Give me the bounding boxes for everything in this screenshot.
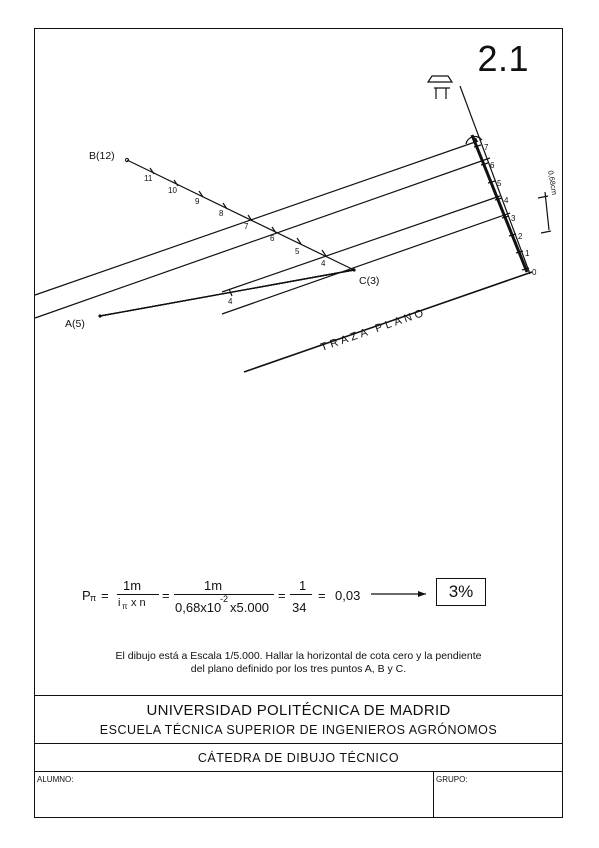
contour-line-7 (34, 140, 479, 296)
formula-den1-sub: π (122, 602, 128, 611)
formula-value: 0,03 (335, 588, 361, 603)
scale-rail (459, 85, 531, 275)
scale-mark-7: 7 (484, 143, 489, 152)
formula-num3: 1 (299, 578, 307, 593)
formula-num2: 1m (204, 578, 223, 593)
contour-line-3 (221, 212, 511, 315)
ab-ticks (149, 167, 327, 257)
formula-den1-a: i (118, 597, 121, 609)
contour-line-6 (34, 157, 491, 319)
ab-mark-9: 9 (195, 197, 200, 206)
formula-num1: 1m (123, 578, 142, 593)
slope-formula: P π = 1m i π x n = 1m 0,68x10 -2 x5.000 … (82, 578, 502, 618)
scale-mark-5: 5 (497, 179, 502, 188)
formula-p-sub: π (90, 593, 97, 603)
fraction-bar-1 (117, 594, 159, 595)
ab-mark-8: 8 (219, 209, 224, 218)
formula-den3: 34 (292, 600, 307, 615)
spacing-label: 0,68cm (546, 170, 559, 196)
formula-eq1: = (101, 588, 109, 603)
fraction-bar-2 (174, 594, 274, 595)
student-field-label: ALUMNO: (37, 775, 74, 784)
title-divider-2 (34, 771, 563, 772)
formula-den2-b: x5.000 (230, 600, 270, 615)
line-ab (126, 159, 355, 271)
contour-line-4 (221, 195, 501, 293)
scale-graduation (470, 134, 529, 273)
ac-tick (228, 288, 233, 297)
formula-den2-a: 0,68x10 (175, 600, 222, 615)
label-point-a: A(5) (65, 318, 85, 330)
formula-den1-b: x n (131, 597, 146, 609)
formula-den2-exp: -2 (220, 594, 229, 604)
formula-p: P (82, 588, 91, 603)
scale-mark-3: 3 (511, 214, 516, 223)
dimension-line (544, 191, 550, 231)
label-point-b: B(12) (89, 150, 115, 162)
dimension-tick-bottom (540, 230, 552, 234)
formula-eq2: = (162, 588, 170, 603)
right-angle-dot (473, 138, 478, 143)
university-name: UNIVERSIDAD POLITÉCNICA DE MADRID (146, 702, 451, 719)
ab-mark-7: 7 (244, 222, 249, 231)
result-arrow-head (418, 591, 426, 597)
fraction-bar-3 (290, 594, 312, 595)
title-divider-1 (34, 743, 563, 744)
problem-statement: El dibujo está a Escala 1/5.000. Hallar … (34, 650, 563, 676)
point-b (124, 157, 130, 163)
ab-mark-5: 5 (295, 247, 300, 256)
formula-eq3: = (278, 588, 286, 603)
drawing-sheet (34, 28, 563, 818)
point-c (352, 268, 356, 272)
ab-mark-4: 4 (321, 259, 326, 268)
result-box: 3% (436, 578, 486, 606)
scale-mark-4: 4 (504, 196, 509, 205)
guide-line-a (99, 269, 355, 317)
department-name: CÁTEDRA DE DIBUJO TÉCNICO (197, 751, 400, 765)
scale-mark-2: 2 (518, 232, 523, 241)
exercise-number: 2.1 (477, 38, 529, 79)
scale-mark-6: 6 (490, 161, 495, 170)
ac-mark-4: 4 (228, 297, 233, 306)
statement-line-1: El dibujo está a Escala 1/5.000. Hallar … (115, 650, 482, 662)
formula-eq4: = (318, 588, 326, 603)
scale-mark-1: 1 (525, 249, 530, 258)
school-name: ESCUELA TÉCNICA SUPERIOR DE INGENIEROS A… (99, 723, 498, 737)
group-field-label: GRUPO: (436, 775, 468, 784)
point-a (98, 314, 102, 318)
ab-mark-6: 6 (270, 234, 275, 243)
statement-line-2: del plano definido por los tres puntos A… (190, 663, 407, 675)
label-point-c: C(3) (359, 275, 379, 287)
ab-mark-10: 10 (168, 186, 177, 195)
scale-ticks (473, 144, 530, 271)
dimension-tick-top (537, 195, 549, 199)
right-angle-mark (465, 135, 483, 145)
trace-line (243, 271, 533, 373)
title-block: UNIVERSIDAD POLITÉCNICA DE MADRID ESCUEL… (34, 695, 563, 818)
ab-mark-11: 11 (144, 174, 153, 183)
plane-symbol (426, 75, 454, 99)
title-divider-vertical (433, 771, 434, 818)
scale-mark-0: 0 (532, 268, 537, 277)
